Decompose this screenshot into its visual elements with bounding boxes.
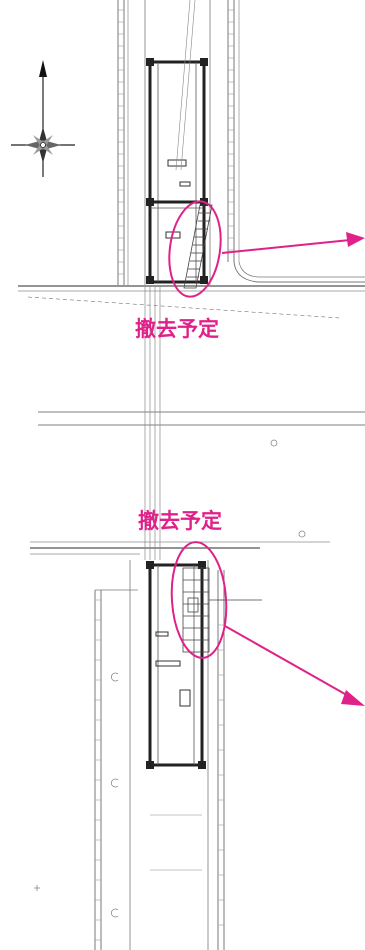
- lower-removal-label: 撤去予定: [138, 509, 222, 533]
- upper-left-wall-hatch: [118, 9, 124, 275]
- lower-stair-detail: [182, 567, 262, 653]
- lower-removal-marker: [170, 541, 353, 699]
- north-compass-icon: [11, 60, 75, 177]
- upper-arrow-head: [346, 232, 365, 247]
- lower-left-wall-hatch: [95, 599, 101, 941]
- upper-channel: [117, 0, 365, 285]
- upper-ramp: [183, 204, 213, 289]
- upper-right-wall-hatch: [228, 9, 234, 251]
- upper-removal-marker: [168, 200, 351, 298]
- upper-removal-label: 撤去予定: [135, 317, 219, 341]
- center-corridor: [144, 286, 161, 560]
- site-marks: [34, 439, 306, 918]
- lower-arrow-head: [341, 690, 365, 706]
